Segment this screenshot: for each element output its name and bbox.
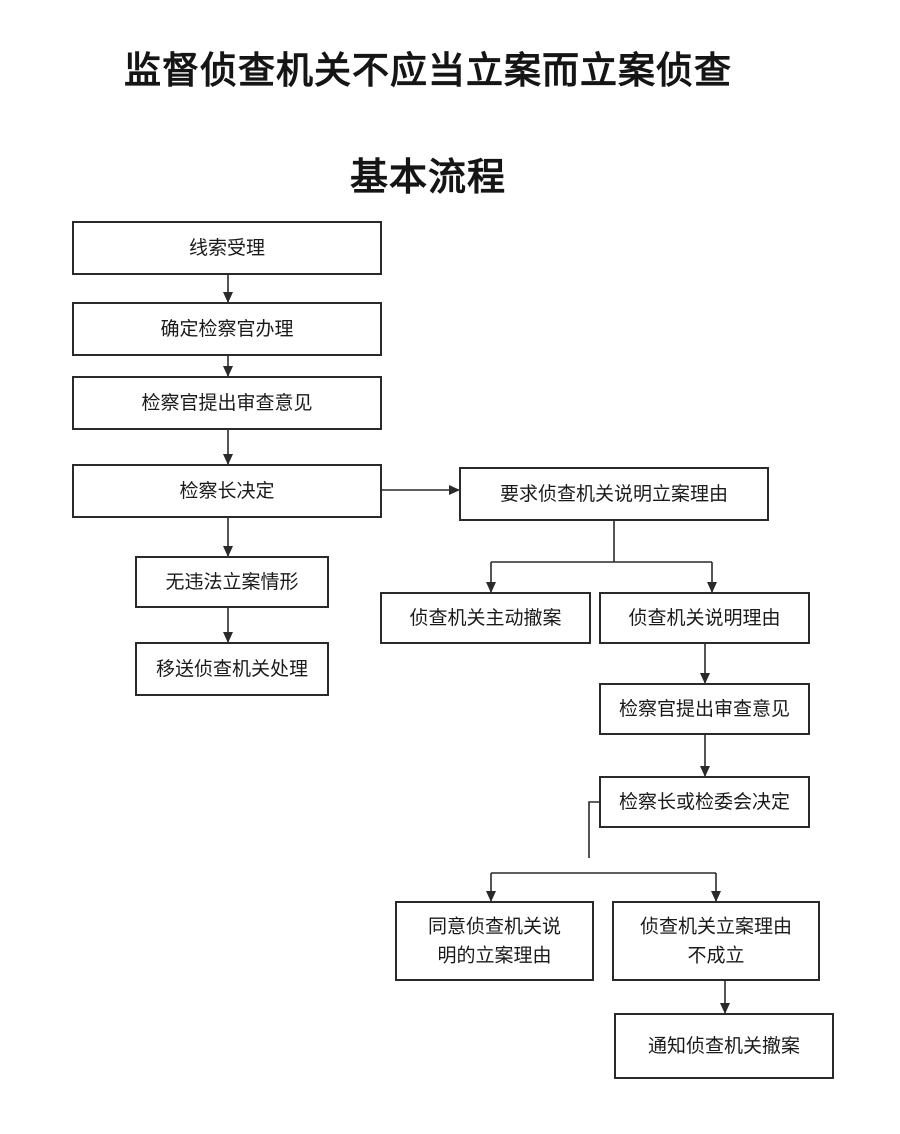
arrowhead	[700, 673, 710, 684]
connector-chief-stem	[588, 801, 600, 858]
flow-node-label: 不成立	[687, 945, 744, 967]
flow-node-label: 确定检察官办理	[160, 318, 293, 340]
flow-node-no-violation: 无违法立案情形	[135, 556, 329, 608]
flow-node-box	[380, 592, 591, 644]
flow-node-explain-reason: 侦查机关说明理由	[599, 592, 810, 644]
flow-node-chief-or-committee-decision: 检察长或检委会决定	[599, 776, 810, 828]
flow-node-box	[72, 302, 382, 356]
arrowhead	[486, 582, 496, 593]
flow-node-prosecutor-opinion-2: 检察官提出审查意见	[599, 683, 810, 735]
flow-node-clue-accept: 线索受理	[72, 221, 382, 275]
flow-node-box	[599, 776, 810, 828]
flow-node-box	[135, 556, 329, 608]
arrowhead	[720, 1003, 730, 1014]
flow-node-label: 检察长决定	[179, 480, 274, 502]
flow-node-box	[135, 642, 329, 696]
flow-node-label: 要求侦查机关说明立案理由	[500, 483, 728, 505]
flow-node-box	[72, 221, 382, 275]
arrowhead	[223, 292, 233, 303]
arrowhead	[449, 485, 460, 495]
flow-node-label: 移送侦查机关处理	[156, 658, 308, 680]
flow-node-prosecutor-opinion-1: 检察官提出审查意见	[72, 376, 382, 430]
flow-node-notify-withdraw: 通知侦查机关撤案	[614, 1013, 834, 1079]
flow-node-chief-decision: 检察长决定	[72, 464, 382, 518]
flow-node-label: 无违法立案情形	[165, 571, 298, 593]
flowchart-nodes: 线索受理确定检察官办理检察官提出审查意见检察长决定无违法立案情形移送侦查机关处理…	[72, 221, 834, 1079]
flow-node-transfer-to-investigation: 移送侦查机关处理	[135, 642, 329, 696]
arrowhead	[223, 366, 233, 377]
page-title: 监督侦查机关不应当立案而立案侦查	[124, 49, 732, 92]
flow-node-voluntary-withdraw: 侦查机关主动撤案	[380, 592, 591, 644]
arrowhead	[223, 454, 233, 465]
page-subtitle: 基本流程	[349, 155, 506, 199]
arrowhead	[711, 891, 721, 902]
flowchart-connectors	[223, 274, 730, 1014]
flow-node-assign-prosecutor: 确定检察官办理	[72, 302, 382, 356]
flow-node-label: 侦查机关主动撤案	[409, 607, 561, 629]
flow-node-label: 侦查机关说明理由	[628, 607, 780, 629]
flow-node-label: 检察官提出审查意见	[619, 698, 790, 720]
arrowhead	[707, 582, 717, 593]
flow-node-box	[614, 1013, 834, 1079]
arrowhead	[223, 546, 233, 557]
flow-node-require-explanation: 要求侦查机关说明立案理由	[459, 467, 769, 521]
flow-node-box	[599, 683, 810, 735]
flow-node-label: 同意侦查机关说	[428, 916, 561, 938]
flow-node-box	[459, 467, 769, 521]
flow-node-box	[72, 376, 382, 430]
arrowhead	[700, 766, 710, 777]
flow-node-box	[72, 464, 382, 518]
arrowhead	[223, 632, 233, 643]
arrowhead	[486, 891, 496, 902]
flow-node-label: 通知侦查机关撤案	[648, 1035, 800, 1057]
flow-node-box	[395, 901, 594, 981]
flow-node-label: 明的立案理由	[437, 945, 551, 967]
flow-node-box	[599, 592, 810, 644]
flow-node-box	[612, 901, 820, 981]
flow-node-label: 检察官提出审查意见	[141, 392, 312, 414]
flow-node-label: 检察长或检委会决定	[619, 791, 790, 813]
flow-node-label: 侦查机关立案理由	[640, 916, 792, 938]
flow-node-label: 线索受理	[189, 237, 265, 259]
